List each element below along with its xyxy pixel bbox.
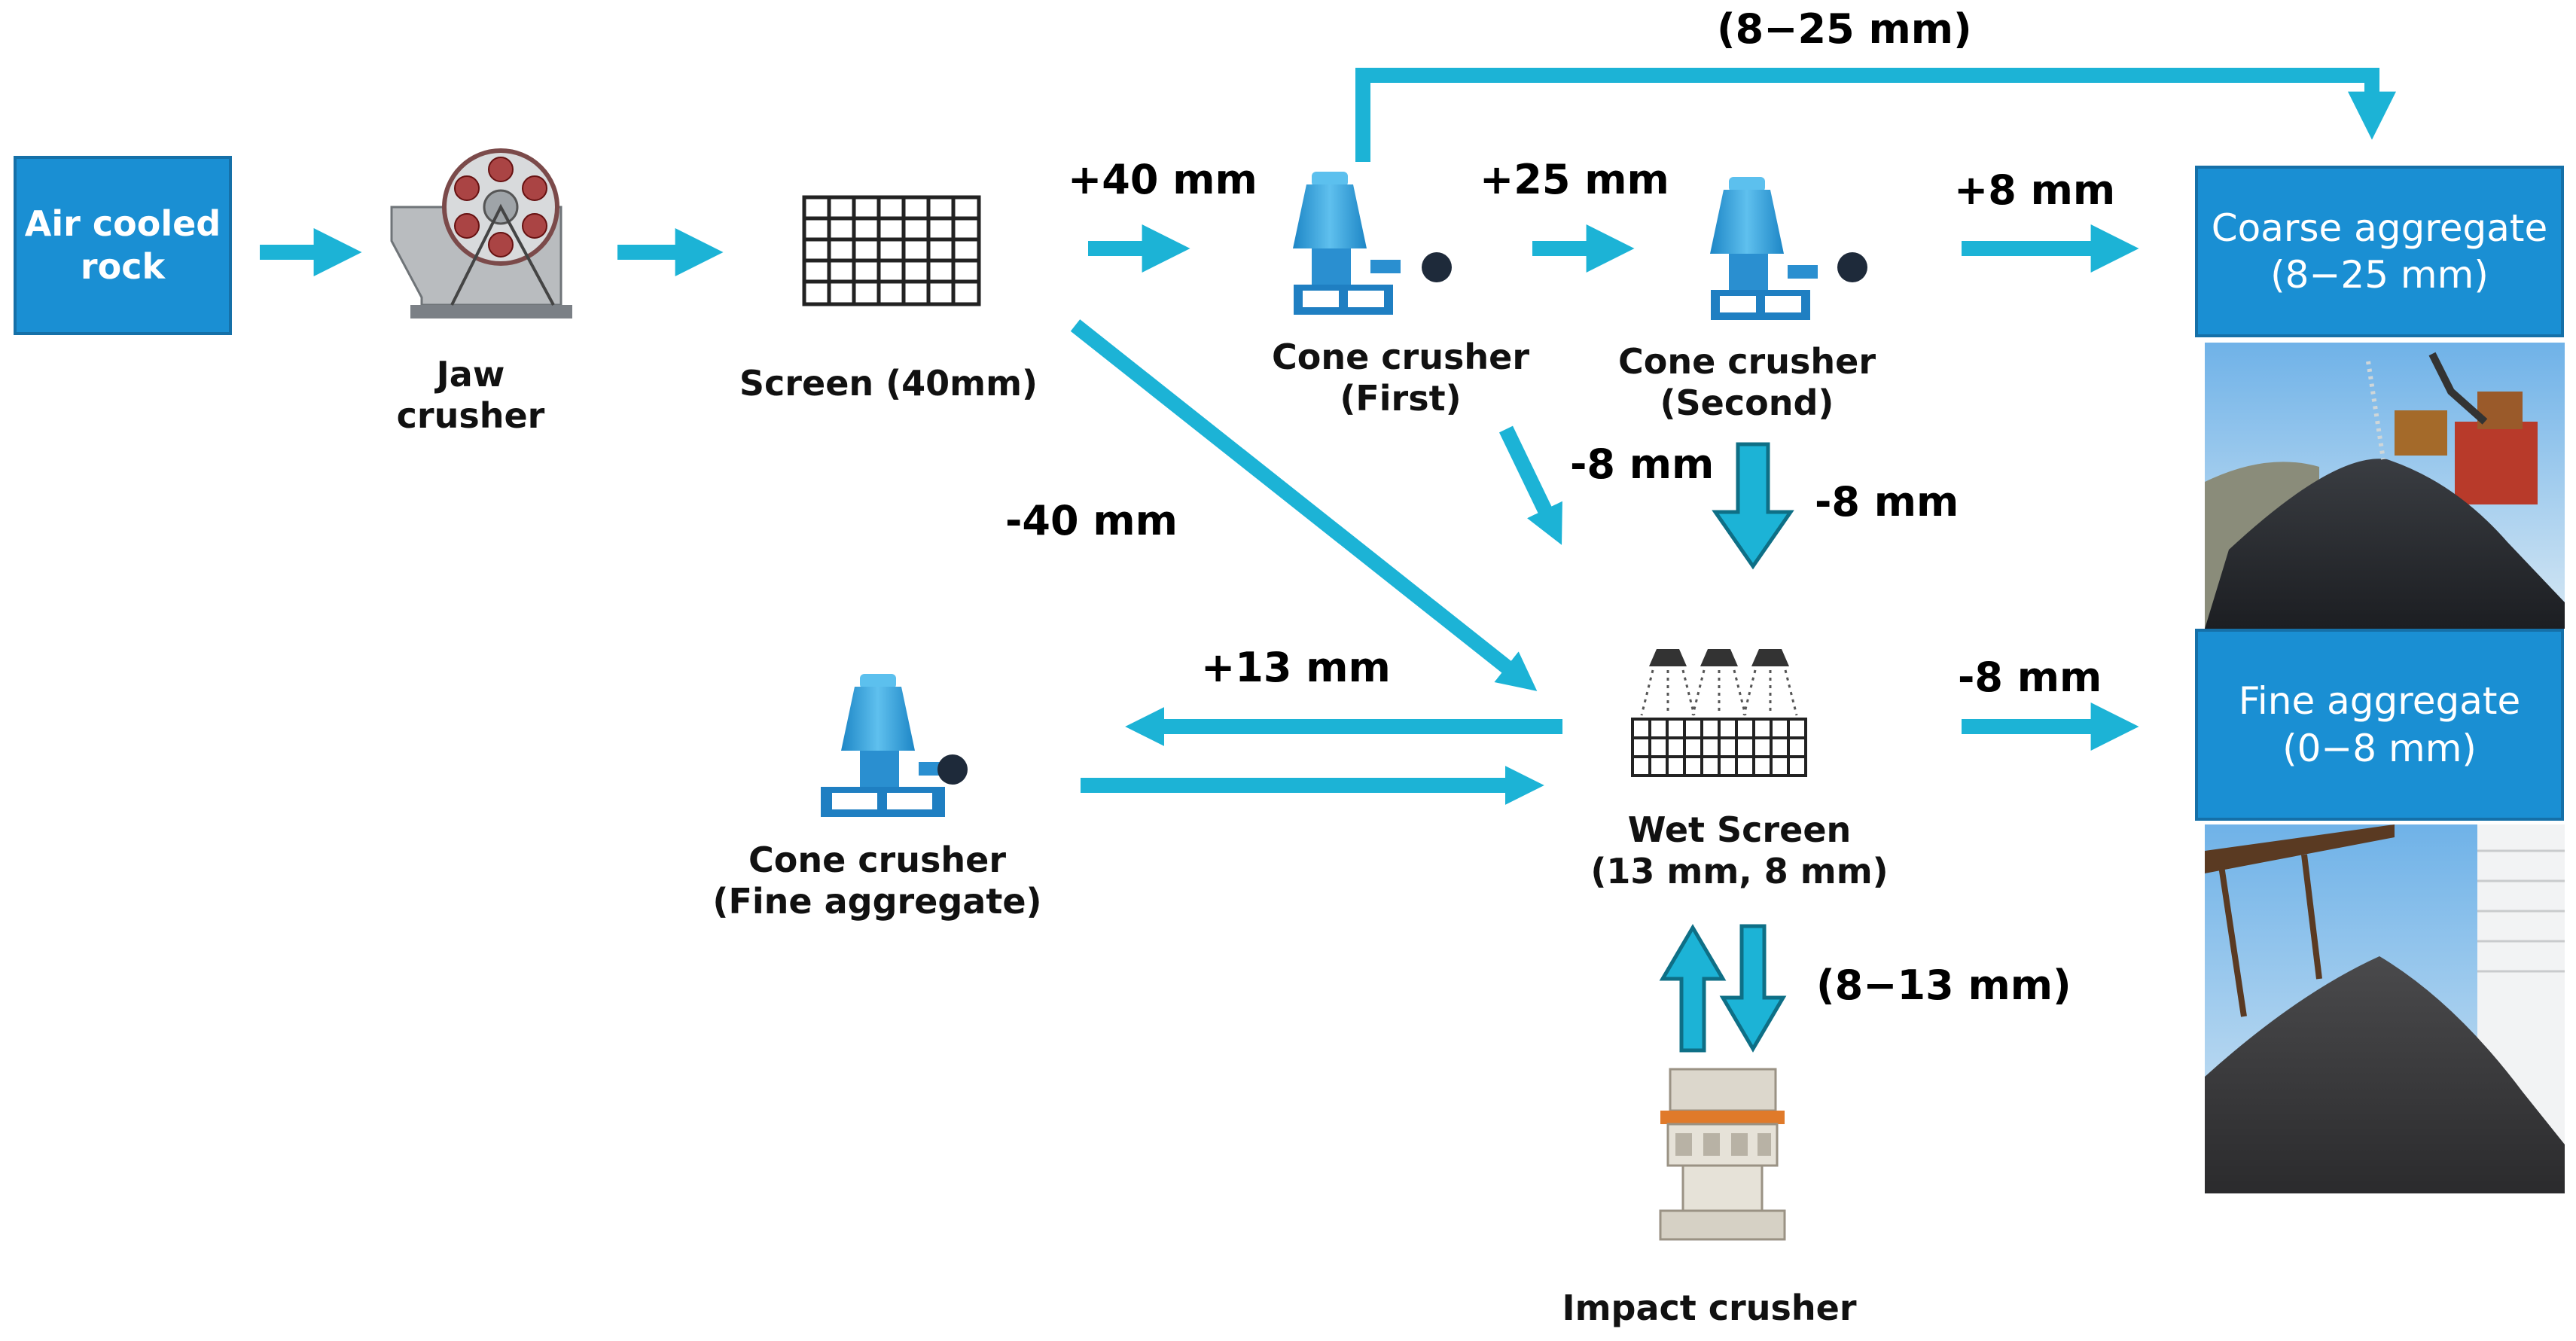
wet-screen-icon [1631, 649, 1807, 777]
wet-screen-label-line1: Wet Screen [1627, 809, 1852, 850]
cone-fine-label-line2: (Fine aggregate) [712, 881, 1042, 922]
arrow-bypass-to-coarse [1355, 68, 2397, 162]
cone-crusher-fine-icon [821, 674, 968, 817]
flow-label-top-bypass: (8−25 mm) [1717, 5, 1972, 53]
flow-label-impact-range: (8−13 mm) [1816, 962, 2071, 1009]
flow-label-plus40: +40 mm [1068, 156, 1258, 203]
coarse-aggregate-photo [2205, 343, 2565, 629]
arrow-cone-first-minus8 [1498, 425, 1562, 545]
air-cooled-rock-box: Air cooled rock [14, 156, 232, 335]
jaw-crusher-label-line2: crusher [396, 395, 545, 437]
jaw-crusher-icon [390, 148, 572, 318]
cone-crusher-second-label: Cone crusher (Second) [1596, 341, 1898, 424]
arrow-wet-down [1719, 924, 1787, 1053]
cone-first-label-line1: Cone crusher [1271, 337, 1530, 377]
cone-crusher-second-icon [1710, 177, 1867, 320]
arrow-cone-second-down [1712, 442, 1794, 570]
jaw-crusher-label-line1: Jaw [436, 354, 505, 395]
flow-label-minus8-fine: -8 mm [1958, 654, 2102, 701]
cone-crusher-fine-label: Cone crusher (Fine aggregate) [708, 840, 1047, 922]
fine-aggregate-title: Fine aggregate [2238, 679, 2521, 723]
flow-label-plus25: +25 mm [1480, 156, 1669, 203]
jaw-crusher-label: Jaw crusher [380, 354, 561, 437]
coarse-aggregate-range: (8−25 mm) [2270, 253, 2489, 297]
impact-crusher-label: Impact crusher [1551, 1288, 1867, 1329]
flow-arrows [260, 68, 2397, 805]
coarse-aggregate-title: Coarse aggregate [2211, 206, 2548, 250]
vertical-arrows [1659, 442, 1794, 1053]
fine-aggregate-range: (0−8 mm) [2282, 726, 2477, 770]
wet-screen-label: Wet Screen (13 mm, 8 mm) [1581, 809, 1898, 892]
air-cooled-rock-line2: rock [80, 246, 166, 287]
fine-aggregate-photo [2205, 824, 2565, 1193]
flow-label-plus8: +8 mm [1954, 166, 2116, 214]
arrow-screen-minus40 [1070, 319, 1538, 691]
cone-crusher-first-label: Cone crusher (First) [1250, 337, 1551, 419]
impact-crusher-icon [1659, 1068, 1786, 1241]
coarse-aggregate-box: Coarse aggregate (8−25 mm) [2195, 166, 2564, 337]
screen-label-text: Screen (40mm) [739, 363, 1038, 404]
air-cooled-rock-line1: Air cooled [24, 203, 221, 244]
fine-aggregate-box: Fine aggregate (0−8 mm) [2195, 629, 2564, 821]
screen-grid-icon [802, 195, 981, 306]
cone-second-label-line1: Cone crusher [1617, 341, 1876, 382]
arrow-impact-up [1659, 924, 1727, 1053]
flow-label-minus8-first: -8 mm [1570, 440, 1715, 488]
flow-label-minus8-second: -8 mm [1815, 478, 1959, 526]
impact-crusher-label-text: Impact crusher [1562, 1288, 1857, 1328]
cone-second-label-line2: (Second) [1660, 382, 1834, 424]
flow-label-minus40: -40 mm [1005, 497, 1178, 544]
cone-fine-label-line1: Cone crusher [748, 840, 1007, 880]
cone-first-label-line2: (First) [1340, 378, 1462, 419]
screen-label: Screen (40mm) [738, 363, 1039, 404]
cone-crusher-first-icon [1293, 172, 1452, 315]
flow-label-plus13: +13 mm [1201, 644, 1391, 691]
wet-screen-label-line2: (13 mm, 8 mm) [1590, 851, 1889, 892]
